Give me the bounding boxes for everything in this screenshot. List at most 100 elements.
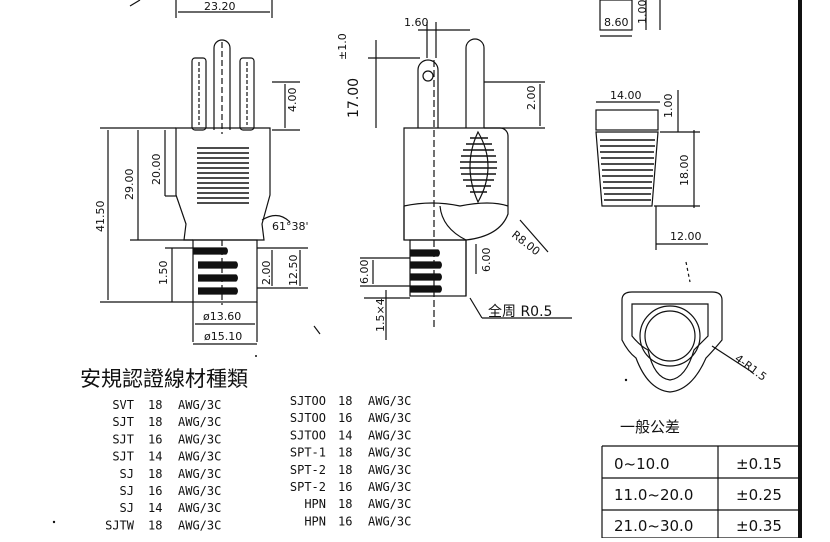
- dim-pin-diameter: 1.60: [404, 16, 429, 29]
- strain-relief: [192, 239, 258, 303]
- fillet-note: 全周 R0.5: [488, 303, 552, 320]
- cable-gauge: 14: [148, 501, 162, 515]
- cable-gauge: 18: [148, 398, 162, 412]
- socket-outer-ring: [639, 305, 701, 367]
- dim-neck-length: 1.50: [157, 261, 170, 286]
- cable-spec: AWG/3C: [178, 467, 221, 481]
- dim-blade-gap: 4.00: [286, 88, 299, 113]
- tolerance-title: 一般公差: [620, 418, 680, 436]
- grip-ribs: [197, 147, 249, 204]
- cable-type: SJT: [112, 415, 134, 429]
- cable-gauge: 18: [338, 446, 352, 460]
- dim-pin-offset: 2.00: [525, 86, 538, 111]
- dim-corner-radius: 4-R1.5: [732, 352, 769, 384]
- cable-type: SPT-2: [290, 463, 326, 477]
- dim-body-length: 29.00: [123, 169, 136, 201]
- dim-radius: R8.00: [509, 228, 542, 258]
- cable-type: SJTW: [105, 518, 135, 532]
- cable-gauge: 18: [338, 394, 352, 408]
- cable-gauge: 16: [338, 411, 352, 425]
- cable-type: HPN: [304, 497, 326, 511]
- dim-taper-angle: 61°38': [272, 220, 309, 233]
- cable-gauge: 16: [338, 480, 352, 494]
- cable-type: SJ: [120, 467, 134, 481]
- dim-section-gap: 1.00: [662, 94, 675, 119]
- prong-right: [239, 57, 255, 131]
- cable-type: SVT: [112, 398, 134, 412]
- dim-section-height: 18.00: [678, 155, 691, 187]
- cable-spec: AWG/3C: [178, 501, 221, 515]
- tolerance-range: 11.0~20.0: [614, 486, 693, 504]
- cable-spec: AWG/3C: [178, 398, 221, 412]
- dim-total-length: 41.50: [94, 201, 107, 233]
- side-pin-near: [417, 59, 439, 128]
- cable-gauge: 18: [338, 463, 352, 477]
- cable-gauge: 16: [148, 432, 162, 446]
- cable-spec: AWG/3C: [178, 450, 221, 464]
- dim-grip-length: 20.00: [150, 154, 163, 186]
- cable-gauge: 18: [148, 518, 162, 532]
- dim-section-width: 14.00: [610, 89, 642, 102]
- cable-spec: AWG/3C: [178, 518, 221, 532]
- tolerance-range: 0~10.0: [614, 455, 670, 473]
- cable-spec: AWG/3C: [368, 463, 411, 477]
- cable-type: SJ: [120, 484, 134, 498]
- section-body: [595, 131, 659, 207]
- cable-spec: AWG/3C: [178, 415, 221, 429]
- cable-spec: AWG/3C: [368, 394, 411, 408]
- prong-left: [191, 57, 207, 131]
- cable-gauge: 18: [148, 467, 162, 481]
- side-grip-ribs: [460, 137, 497, 193]
- dim-section-base: 12.00: [670, 230, 702, 243]
- cable-spec: AWG/3C: [368, 480, 411, 494]
- cable-spec: AWG/3C: [368, 514, 411, 528]
- dim-neck-slot: 2.00: [260, 261, 273, 286]
- cable-gauge: 18: [338, 497, 352, 511]
- cable-gauge: 18: [148, 415, 162, 429]
- tolerance-value: ±0.25: [736, 486, 782, 504]
- cable-type: SJT: [112, 432, 134, 446]
- cable-spec: AWG/3C: [178, 484, 221, 498]
- ground-pin: [213, 39, 231, 130]
- cable-type: HPN: [304, 514, 326, 528]
- cable-gauge: 16: [338, 514, 352, 528]
- cable-type: SJTOO: [290, 394, 326, 408]
- cable-type: SJ: [120, 501, 134, 515]
- dim-diameter-inner: ø13.60: [203, 310, 241, 323]
- side-body: [403, 127, 509, 241]
- cable-type: SJTOO: [290, 428, 326, 442]
- cable-gauge: 14: [148, 450, 162, 464]
- cable-spec: AWG/3C: [368, 446, 411, 460]
- dim-tolerance: ±1.0: [336, 33, 349, 60]
- dim-slot-a: 6.00: [358, 260, 371, 285]
- dim-pin-length: 17.00: [346, 78, 362, 118]
- cable-spec: AWG/3C: [368, 428, 411, 442]
- cable-type: SPT-2: [290, 480, 326, 494]
- cable-spec: AWG/3C: [178, 432, 221, 446]
- dim-top-height: 1.00: [636, 0, 649, 24]
- cable-type: SPT-1: [290, 446, 326, 460]
- cable-spec: AWG/3C: [368, 497, 411, 511]
- tolerance-value: ±0.15: [736, 455, 782, 473]
- dim-slot-width: 1.5×4: [374, 298, 387, 332]
- side-pin-far: [465, 38, 485, 128]
- dim-strain-length: 12.50: [287, 255, 300, 287]
- side-view: ±1.0 17.00 1.60 2.00: [336, 16, 572, 340]
- cable-gauge: 16: [148, 484, 162, 498]
- cable-type: SJTOO: [290, 411, 326, 425]
- cable-type: SJT: [112, 450, 134, 464]
- dim-width-top: 23.20: [204, 0, 236, 13]
- right-views: 8.60 1.00 14.00 1.00 18.00 12.00: [595, 0, 769, 393]
- cable-spec: AWG/3C: [368, 411, 411, 425]
- tolerance-range: 21.0~30.0: [614, 517, 693, 535]
- cable-list-title: 安規認證線材種類: [80, 367, 248, 391]
- dim-top-width: 8.60: [604, 16, 629, 29]
- tolerance-value: ±0.35: [736, 517, 782, 535]
- dim-slot-b: 6.00: [480, 248, 493, 273]
- front-view: 23.20: [94, 0, 309, 345]
- socket-face: [621, 291, 723, 393]
- tolerance-block: 一般公差 0~10.0 ±0.15 11.0~20.0 ±0.25 21.0~30.0 ±…: [601, 418, 802, 539]
